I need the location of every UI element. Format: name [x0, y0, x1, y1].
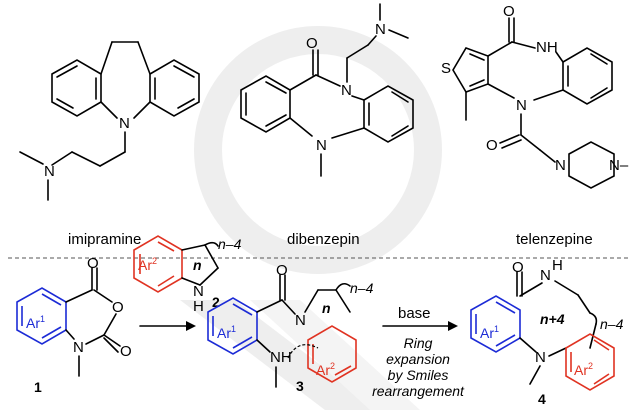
atom-nh: NH [536, 39, 558, 56]
cond-line-4: rearrangement [372, 383, 465, 399]
ar1-label-4: Ar1 [480, 324, 499, 341]
atom-n: N [540, 267, 551, 284]
imipramine-structure: N N [19, 41, 200, 201]
atom-o: O [512, 259, 524, 276]
atom-o: O [276, 262, 288, 279]
atom-n: N [375, 21, 386, 38]
atom-n: N [555, 157, 566, 174]
atom-o: O [112, 299, 124, 316]
watermark [180, 26, 442, 410]
atom-n-minus: N– [609, 157, 629, 174]
compound-1: O O O N [16, 255, 132, 377]
atom-n: N [295, 312, 306, 329]
label-3: 3 [296, 378, 304, 394]
atom-o: O [306, 35, 318, 52]
atom-nh: NH [270, 349, 292, 366]
dibenzepin-structure: O N N N [240, 3, 414, 177]
n-minus-4-2: n–4 [218, 236, 242, 252]
label-telenzepine: telenzepine [516, 231, 593, 248]
atom-n: N [341, 82, 352, 99]
atom-n: N [119, 115, 130, 132]
atom-n: N [516, 97, 527, 114]
n-minus-4-4: n–4 [600, 316, 624, 332]
compound-2: N H [133, 235, 219, 315]
cond-line-2: expansion [386, 351, 450, 367]
telenzepine-structure: O NH S N O N N– [441, 3, 629, 189]
atom-o: O [486, 137, 498, 154]
cond-line-3: by Smiles [388, 367, 449, 383]
atom-n: N [73, 339, 84, 356]
atom-n: N [193, 283, 204, 300]
n-minus-4-3: n–4 [350, 280, 374, 296]
arrow-1-head [186, 321, 196, 331]
atom-n: N [44, 163, 55, 180]
ar2-label-3: Ar2 [316, 361, 335, 378]
compound-3: O N NH [207, 262, 357, 388]
ar1-label-3: Ar1 [217, 324, 236, 341]
atom-o: O [87, 255, 99, 272]
label-imipramine: imipramine [68, 231, 141, 248]
atom-h: H [193, 298, 204, 315]
arrow-2-head [448, 321, 458, 331]
ar1-label-1: Ar1 [26, 314, 45, 331]
atom-s: S [441, 60, 451, 77]
ring-n-3: n [322, 300, 331, 316]
ring-n-2: n [193, 257, 202, 273]
cond-base: base [398, 305, 431, 322]
atom-n: N [535, 349, 546, 366]
label-1: 1 [34, 379, 42, 395]
label-4: 4 [538, 391, 546, 407]
ar2-label-2: Ar2 [138, 256, 157, 273]
label-2: 2 [212, 294, 220, 310]
atom-o: O [120, 343, 132, 360]
cond-line-1: Ring [404, 335, 433, 351]
ring-n-plus-4: n+4 [540, 311, 565, 327]
compound-4: O N H N [470, 257, 615, 391]
label-dibenzepin: dibenzepin [287, 231, 360, 248]
atom-n: N [316, 137, 327, 154]
atom-h: H [552, 257, 563, 274]
ar2-label-4: Ar2 [574, 361, 593, 378]
atom-o: O [503, 3, 515, 20]
